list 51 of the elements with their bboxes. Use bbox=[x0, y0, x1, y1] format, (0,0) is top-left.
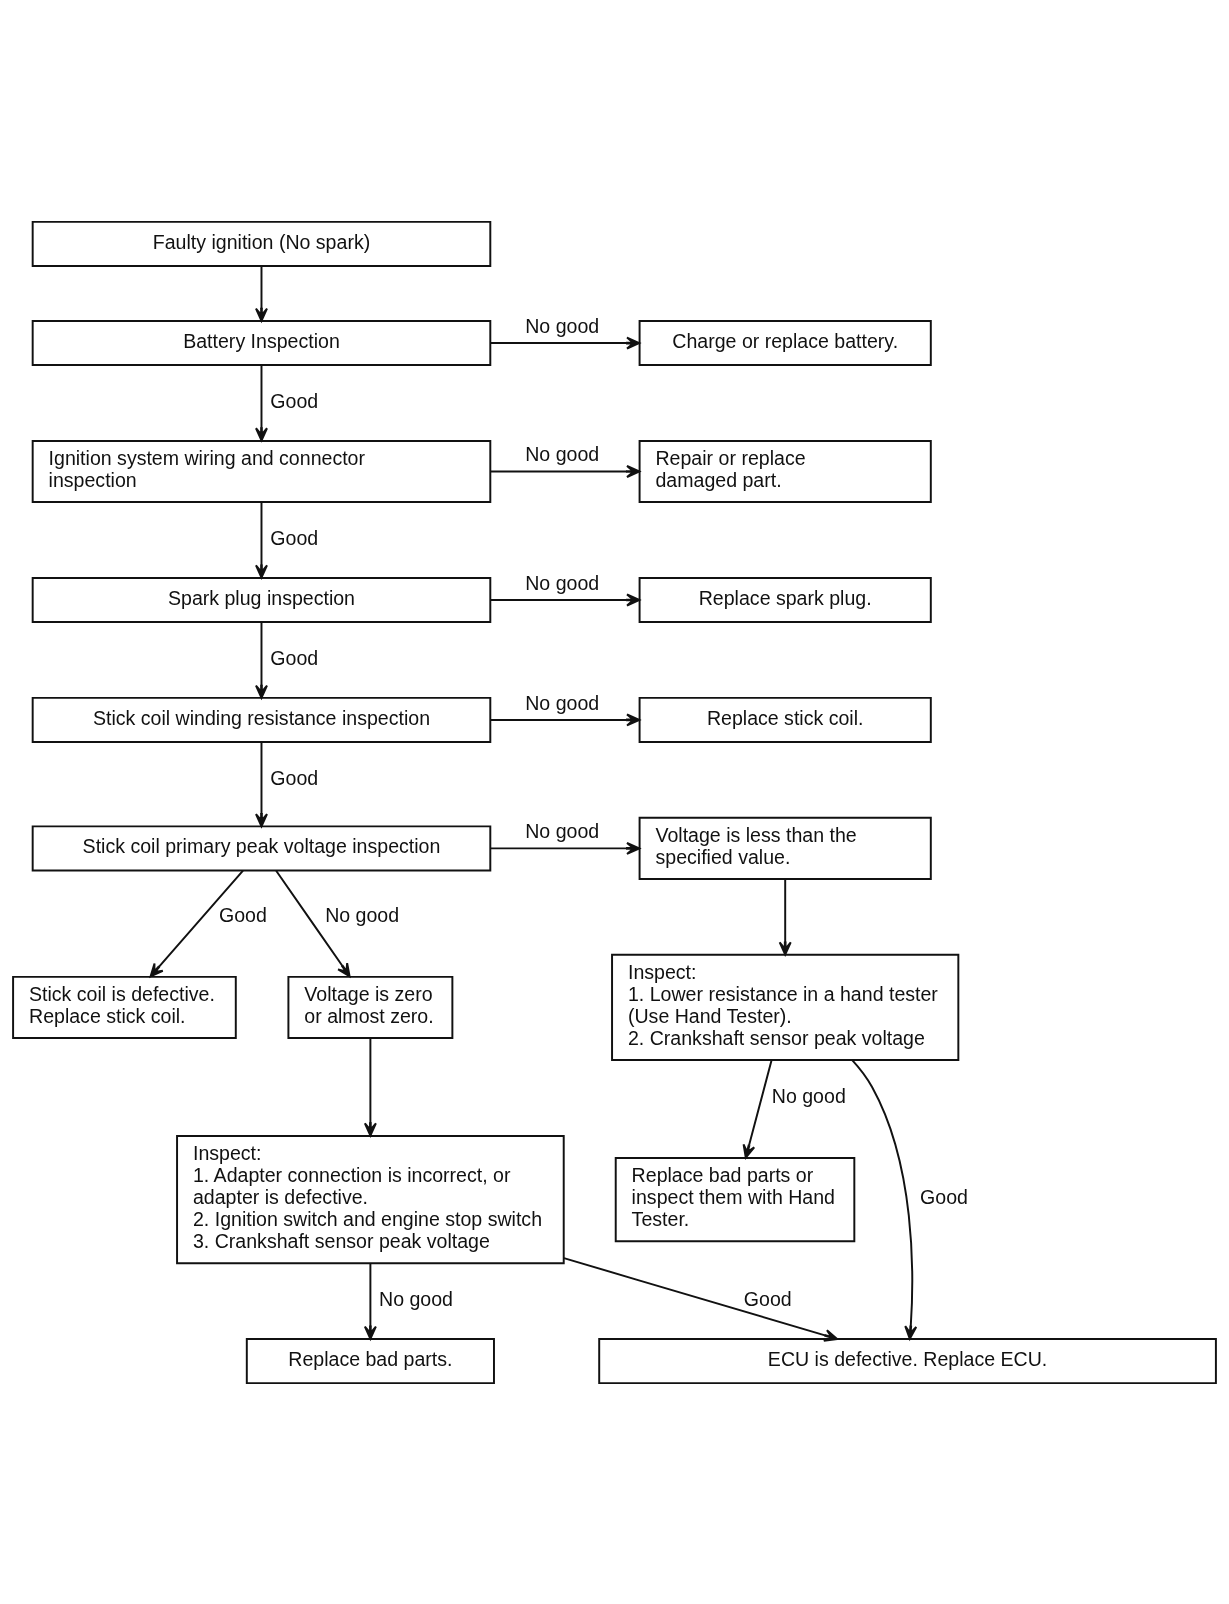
arrow bbox=[255, 264, 268, 322]
edge-label: Good bbox=[270, 389, 319, 412]
node-box: Replace bad parts. bbox=[245, 1337, 495, 1384]
arrow bbox=[255, 500, 268, 579]
node-box: Repair or replace damaged part. bbox=[638, 439, 932, 503]
edge-label: No good bbox=[771, 1084, 846, 1107]
arrow bbox=[742, 1059, 773, 1159]
arrow bbox=[275, 869, 351, 977]
arrow bbox=[489, 841, 641, 855]
edge-label: No good bbox=[525, 571, 600, 594]
node-box: Spark plug inspection bbox=[31, 576, 492, 623]
edge-label: No good bbox=[525, 819, 600, 842]
edge-label: No good bbox=[525, 314, 600, 337]
node-box: ECU is defective. Replace ECU. bbox=[598, 1337, 1217, 1384]
arrow bbox=[778, 877, 792, 956]
arrow bbox=[489, 593, 641, 606]
node-box: Inspect: 1. Adapter connection is incorrect, or adapter is defective. 2. Ignition switch and engine stop switch 3. Crankshaft sensor peak voltage bbox=[176, 1134, 565, 1264]
edge-label: Good bbox=[270, 526, 319, 549]
node-box: Stick coil is defective. Replace stick coil. bbox=[12, 975, 237, 1039]
node-box: Charge or replace battery. bbox=[638, 319, 932, 366]
node-box: Voltage is zero or almost zero. bbox=[287, 975, 454, 1039]
arrow bbox=[363, 1261, 377, 1340]
arrow bbox=[363, 1036, 377, 1137]
edge-label: Good bbox=[920, 1185, 968, 1208]
arrow bbox=[255, 363, 268, 441]
arrow bbox=[489, 464, 641, 478]
edge-label: Good bbox=[270, 766, 319, 789]
node-box: Voltage is less than the specified value. bbox=[638, 816, 932, 880]
arrow bbox=[489, 336, 641, 350]
node-box: Replace spark plug. bbox=[638, 576, 932, 623]
arrow bbox=[851, 1058, 918, 1340]
node-box: Battery Inspection bbox=[31, 319, 492, 366]
edge-label: Good bbox=[270, 646, 319, 669]
edge-label: Good bbox=[218, 903, 267, 926]
arrow bbox=[255, 620, 268, 699]
edge-label: No good bbox=[525, 691, 600, 714]
node-box: Replace bad parts or inspect them with Hand Tester. bbox=[614, 1156, 856, 1242]
edge-label: Good bbox=[743, 1287, 792, 1310]
edge-label: No good bbox=[525, 442, 600, 465]
node-box: Stick coil winding resistance inspection bbox=[31, 696, 492, 743]
node-box: Ignition system wiring and connector inspection bbox=[31, 439, 492, 503]
edge-label: No good bbox=[325, 903, 400, 926]
node-box: Faulty ignition (No spark) bbox=[31, 220, 492, 267]
arrow bbox=[489, 712, 641, 726]
node-box: Replace stick coil. bbox=[638, 696, 932, 743]
node-box: Inspect: 1. Lower resistance in a hand tester (Use Hand Tester). 2. Crankshaft sensor peak voltage bbox=[611, 953, 960, 1061]
arrow bbox=[255, 740, 268, 827]
node-box: Stick coil primary peak voltage inspection bbox=[31, 824, 492, 871]
arrow bbox=[149, 869, 244, 977]
edge-label: No good bbox=[379, 1287, 453, 1310]
arrow bbox=[562, 1256, 839, 1342]
